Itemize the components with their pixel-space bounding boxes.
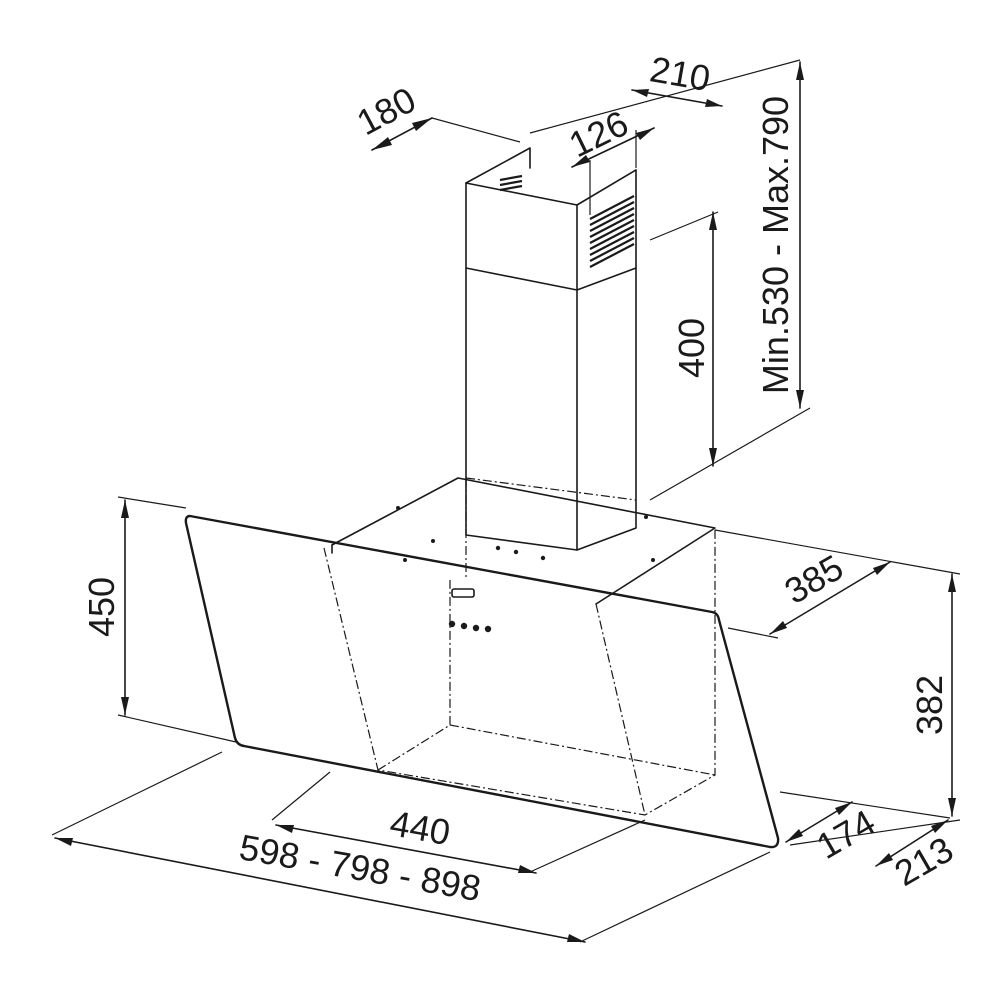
label-440: 440 (387, 802, 453, 853)
vent-grille-right (589, 195, 635, 268)
control-button-1[interactable] (448, 620, 456, 628)
label-385: 385 (777, 546, 850, 612)
glass-panel (184, 514, 780, 849)
label-382: 382 (909, 675, 950, 735)
top-plate (331, 477, 716, 605)
control-button-3[interactable] (472, 624, 480, 632)
dimension-labels: 180 210 126 Min.530 - Max.790 400 385 45… (81, 48, 960, 909)
label-213: 213 (887, 828, 960, 894)
label-height-range: Min.530 - Max.790 (755, 96, 796, 394)
vent-grille-left (499, 174, 523, 192)
dimension-lines (54, 61, 956, 943)
control-panel (448, 588, 492, 633)
chimney-upper (465, 147, 637, 291)
motor-body-hidden (323, 477, 716, 816)
label-450: 450 (81, 577, 122, 637)
label-210: 210 (647, 48, 713, 99)
control-button-4[interactable] (484, 625, 492, 633)
control-button-2[interactable] (460, 622, 468, 630)
label-180: 180 (350, 79, 422, 143)
label-126: 126 (563, 102, 635, 165)
label-400: 400 (671, 318, 712, 378)
extension-lines (51, 59, 961, 943)
label-174: 174 (809, 801, 882, 867)
chimney-lower (465, 267, 637, 551)
